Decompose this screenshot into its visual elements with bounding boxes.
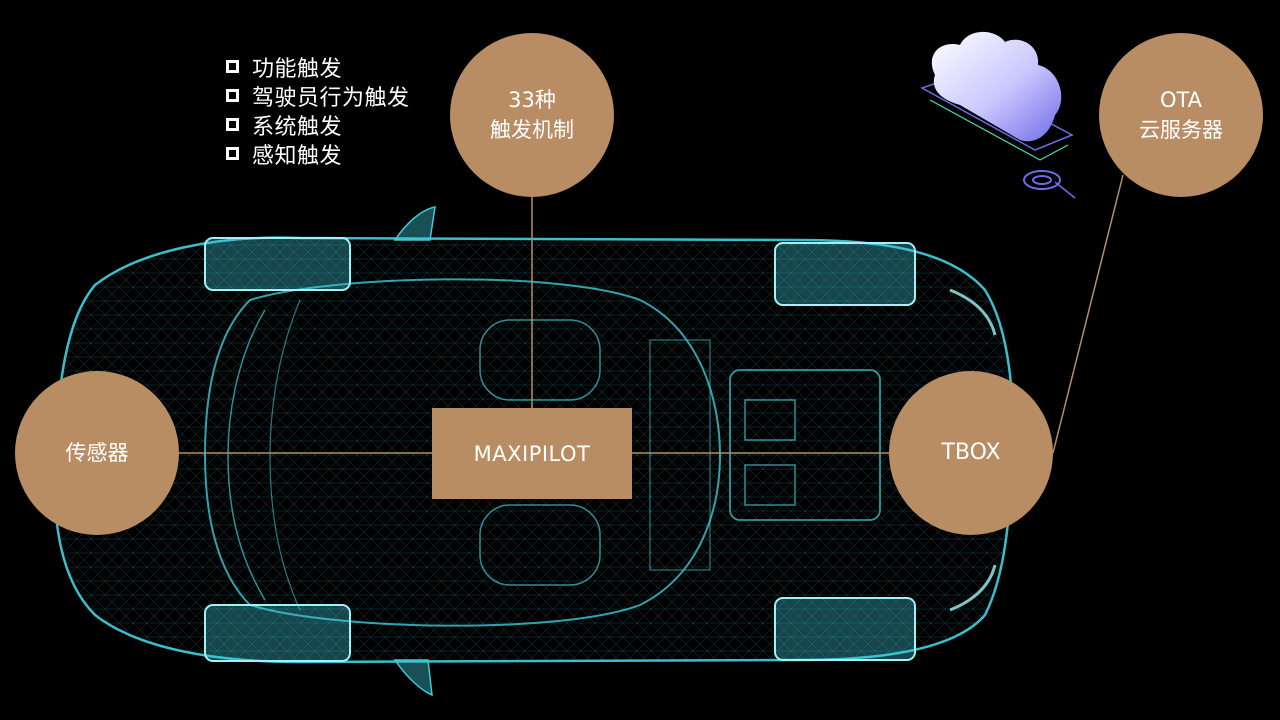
trigger-type-list: 功能触发 驾驶员行为触发 系统触发 感知触发 — [226, 52, 410, 169]
sensor-node: 传感器 — [15, 371, 179, 535]
ota-cloud-node: OTA 云服务器 — [1099, 33, 1263, 197]
tbox-label: TBOX — [941, 440, 1001, 465]
connector-lines — [179, 174, 1124, 454]
cloud-server-icon — [920, 31, 1076, 199]
maxipilot-node: MAXIPILOT — [432, 408, 632, 499]
square-bullet-icon — [226, 147, 239, 160]
square-bullet-icon — [226, 89, 239, 102]
maxipilot-label: MAXIPILOT — [473, 441, 591, 466]
tbox-node: TBOX — [889, 371, 1053, 535]
trigger-count-label: 33种 — [508, 88, 556, 112]
trigger-type-label: 感知触发 — [252, 143, 343, 169]
sensor-label: 传感器 — [65, 441, 129, 465]
square-bullet-icon — [226, 118, 239, 131]
trigger-mechanism-label: 触发机制 — [490, 118, 574, 142]
ota-label: OTA — [1159, 88, 1203, 112]
trigger-type-label: 系统触发 — [252, 114, 343, 140]
trigger-type-label: 驾驶员行为触发 — [252, 85, 410, 111]
square-bullet-icon — [226, 60, 239, 73]
cloud-server-label: 云服务器 — [1139, 118, 1223, 142]
trigger-type-label: 功能触发 — [252, 56, 343, 82]
connector-tbox-ota — [1052, 174, 1124, 454]
trigger-type-item: 功能触发 — [226, 52, 410, 82]
trigger-mechanism-node: 33种 触发机制 — [450, 33, 614, 197]
trigger-type-item: 驾驶员行为触发 — [226, 81, 410, 111]
trigger-type-item: 系统触发 — [226, 110, 410, 140]
trigger-type-item: 感知触发 — [226, 139, 410, 169]
